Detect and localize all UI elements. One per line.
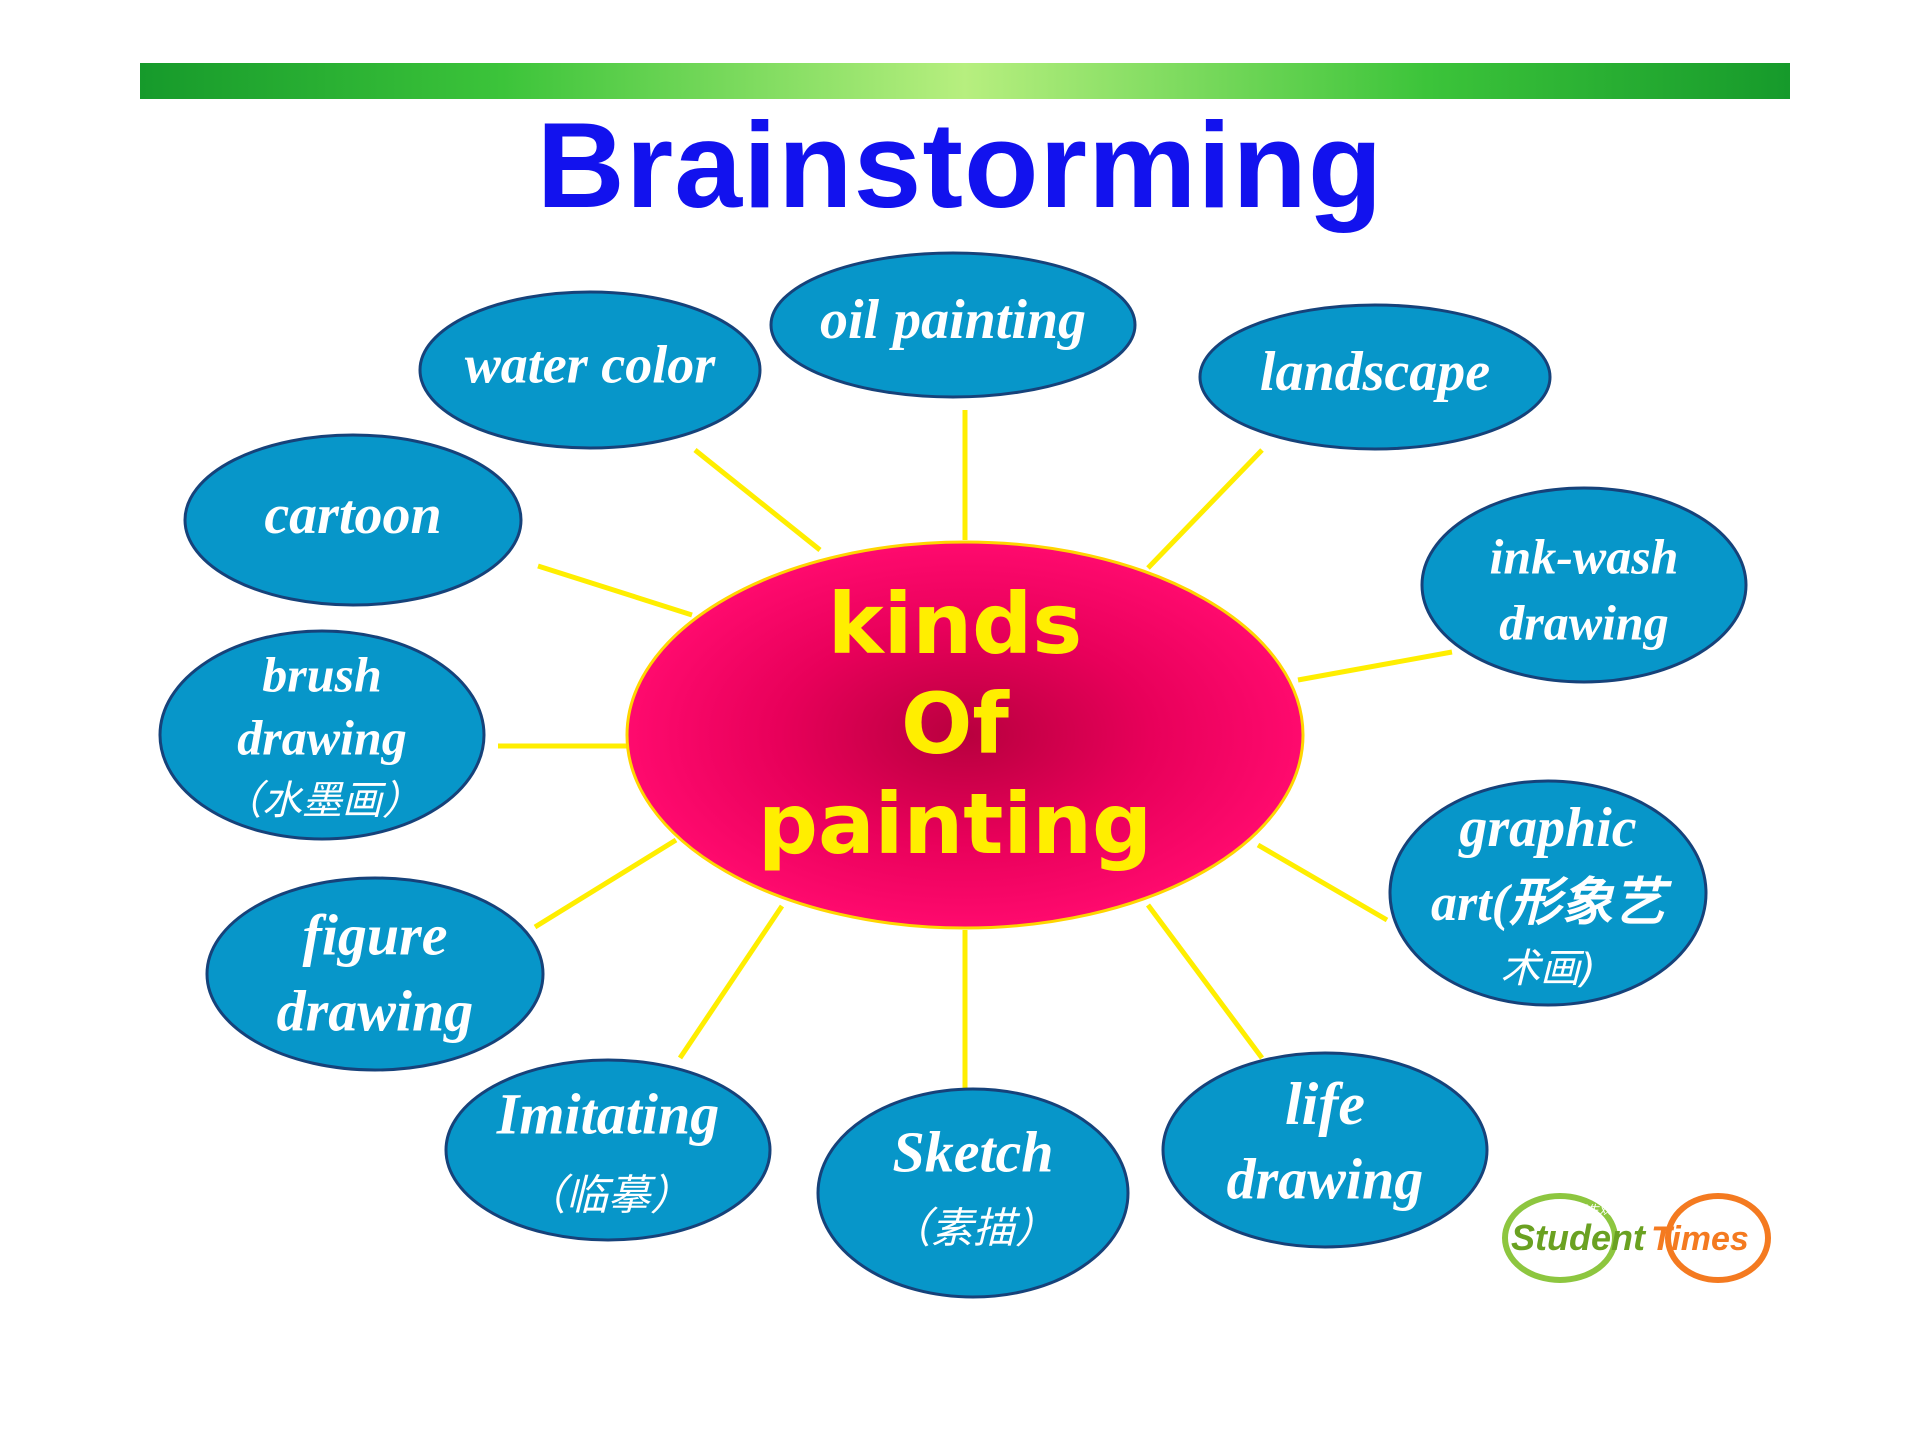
node-label-line: ink-wash: [1490, 528, 1679, 584]
node-label-line: art(形象艺: [1431, 875, 1673, 932]
spokes-group: [498, 410, 1453, 1095]
node-label-line: oil painting: [820, 289, 1086, 351]
node-brush-drawing: brush drawing （水墨画）: [158, 629, 486, 841]
spoke-landscape: [1146, 448, 1264, 570]
logo-small-text: 学生双语报: [1575, 1203, 1637, 1217]
node-label-line: Sketch: [892, 1119, 1053, 1184]
node-label-line: graphic: [1457, 797, 1636, 859]
spoke-ink-wash-drawing: [1297, 649, 1453, 683]
node-label-line: landscape: [1260, 341, 1490, 403]
spoke-imitating: [677, 904, 785, 1060]
node-label-line: drawing: [1227, 1146, 1424, 1211]
node-bubble: [769, 251, 1137, 399]
logo-orange-ring: [1665, 1193, 1771, 1283]
spoke-water-color: [693, 448, 822, 552]
node-bubble: [205, 876, 545, 1072]
node-bubble: [158, 629, 486, 841]
top-gradient-bar: [140, 63, 1790, 99]
node-label-line: （临摹）: [524, 1171, 692, 1220]
node-label-line: drawing: [277, 978, 474, 1043]
logo-word-times: Times: [1651, 1220, 1749, 1258]
node-bubble: [183, 433, 523, 607]
node-label-line: （水墨画）: [222, 778, 422, 824]
node-label-line: Imitating: [496, 1081, 719, 1146]
spoke-cartoon: [537, 563, 693, 618]
node-oil-painting: oil painting: [769, 251, 1137, 399]
node-bubble: [1388, 779, 1708, 1007]
node-label-line: figure: [303, 902, 448, 967]
node-bubble: [816, 1087, 1130, 1299]
nodes-group: water color oil painting landscape cartoon i…: [158, 251, 1748, 1299]
node-ink-wash-drawing: ink-wash drawing: [1420, 486, 1748, 684]
node-label-line: brush: [262, 646, 382, 702]
node-life-drawing: life drawing: [1161, 1051, 1489, 1249]
node-bubble: [1198, 303, 1552, 451]
node-label-line: 术画): [1500, 946, 1596, 992]
node-water-color: water color: [418, 290, 762, 450]
node-bubble: [1161, 1051, 1489, 1249]
spoke-figure-drawing: [533, 837, 678, 930]
center-label-line: Of: [901, 675, 1010, 773]
logo-word-student: Student: [1511, 1217, 1647, 1258]
center-label-line: painting: [758, 775, 1152, 873]
node-label-line: water color: [465, 334, 716, 394]
logo-green-ring: [1502, 1193, 1618, 1283]
center-label-line: kinds: [828, 575, 1083, 673]
node-cartoon: cartoon: [183, 433, 523, 607]
spoke-graphic-art: [1256, 842, 1389, 923]
node-label-line: drawing: [1499, 594, 1669, 650]
spoke-life-drawing: [1145, 903, 1265, 1060]
node-label-line: cartoon: [264, 484, 441, 546]
page-title: Brainstorming: [536, 97, 1384, 233]
node-bubble: [444, 1058, 772, 1242]
node-label-line: drawing: [237, 709, 407, 765]
node-imitating: Imitating （临摹）: [444, 1058, 772, 1242]
node-sketch: Sketch （素描）: [816, 1087, 1130, 1299]
node-figure-drawing: figure drawing: [205, 876, 545, 1072]
node-label-line: （素描）: [889, 1204, 1057, 1253]
node-bubble: [418, 290, 762, 450]
center-bubble: [625, 540, 1305, 930]
node-bubble: [1420, 486, 1748, 684]
node-label-line: life: [1285, 1071, 1365, 1137]
node-landscape: landscape: [1198, 303, 1552, 451]
